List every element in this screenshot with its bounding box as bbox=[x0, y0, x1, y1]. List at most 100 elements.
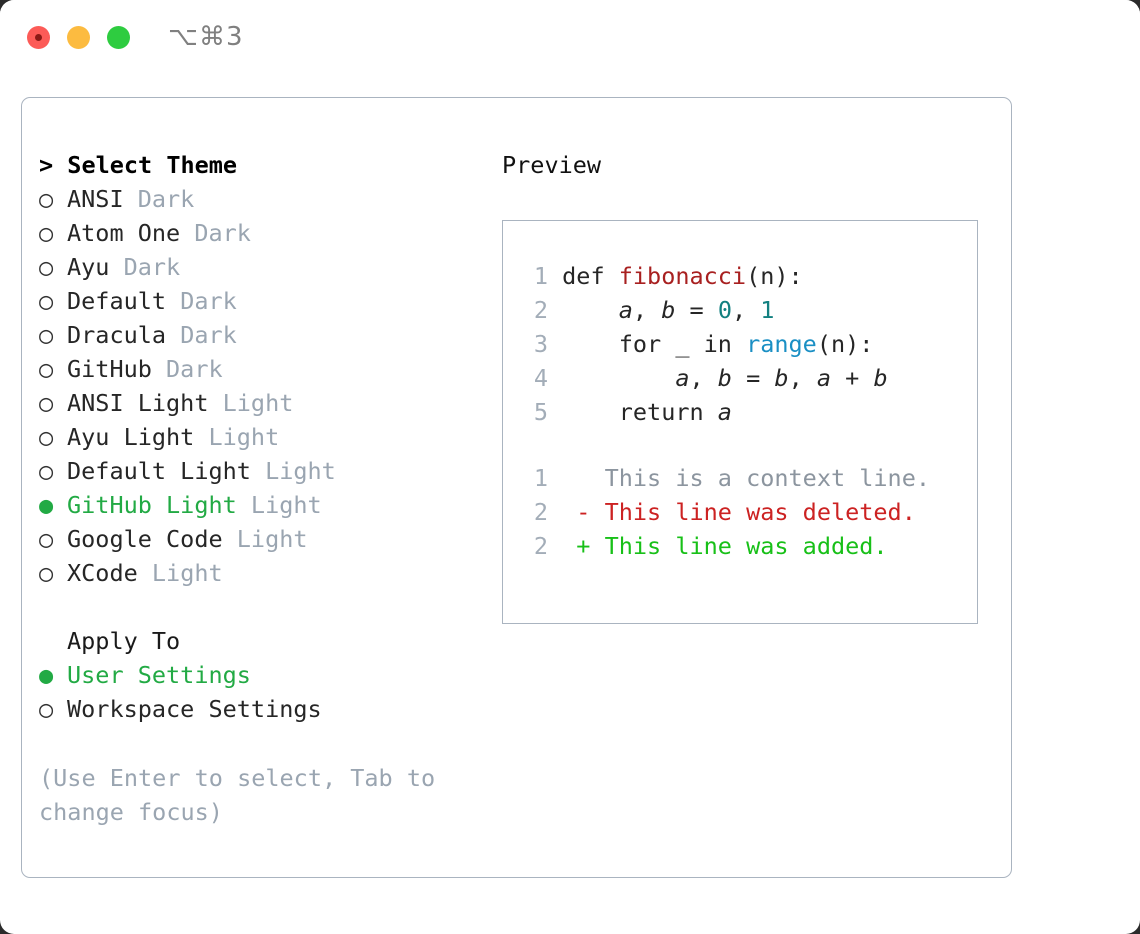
theme-item-label: Ayu Light bbox=[67, 423, 195, 451]
diff-line-ctx: 1 This is a context line. bbox=[503, 461, 977, 495]
theme-item-variant-tag: Dark bbox=[180, 219, 251, 247]
close-button[interactable] bbox=[27, 26, 50, 49]
code-line: 1 def fibonacci(n): bbox=[503, 259, 977, 293]
theme-item-dracula[interactable]: ○Dracula Dark bbox=[39, 318, 479, 352]
traffic-lights bbox=[27, 26, 130, 49]
code-token-kw: , bbox=[788, 364, 817, 392]
line-number: 2 bbox=[533, 296, 548, 324]
theme-item-variant-tag: Dark bbox=[109, 253, 181, 281]
theme-item-label: ANSI Light bbox=[67, 389, 209, 417]
code-text bbox=[548, 398, 562, 426]
code-token-kw: return bbox=[562, 398, 718, 426]
apply-to-item-label: User Settings bbox=[67, 661, 251, 689]
keyboard-hint: (Use Enter to select, Tab to change focu… bbox=[39, 764, 436, 826]
radio-unselected-icon: ○ bbox=[39, 355, 54, 383]
code-token-var: a bbox=[618, 296, 633, 324]
theme-list-column: > Select Theme ○ANSI Dark○Atom One Dark○… bbox=[39, 148, 479, 726]
line-number: 2 bbox=[533, 498, 548, 526]
theme-item-variant-tag: Light bbox=[236, 491, 322, 519]
diff-text: This line was deleted. bbox=[604, 498, 916, 526]
theme-item-variant-tag: Dark bbox=[123, 185, 195, 213]
minimize-button[interactable] bbox=[67, 26, 90, 49]
code-token-blt: range bbox=[746, 330, 817, 358]
code-token-kw: def bbox=[562, 262, 619, 290]
theme-item-default[interactable]: ○ Default Dark bbox=[39, 284, 479, 318]
code-token-kw: , bbox=[689, 364, 718, 392]
radio-unselected-icon: ○ bbox=[39, 525, 54, 553]
theme-item-label: Ayu bbox=[67, 253, 110, 281]
code-token-var: b bbox=[661, 296, 676, 324]
code-token-var: b bbox=[774, 364, 789, 392]
theme-item-variant-tag: Light bbox=[250, 457, 336, 485]
theme-item-label: XCode bbox=[67, 559, 138, 587]
theme-item-ayu-light[interactable]: ○Ayu Light Light bbox=[39, 420, 479, 454]
code-token-kw bbox=[562, 296, 619, 324]
radio-unselected-icon: ○ bbox=[39, 457, 54, 485]
theme-item-variant-tag: Light bbox=[208, 389, 294, 417]
code-token-var: b bbox=[873, 364, 888, 392]
theme-item-variant-tag: Dark bbox=[166, 287, 237, 315]
theme-item-github[interactable]: ○GitHub Dark bbox=[39, 352, 479, 386]
code-token-kw: , bbox=[731, 296, 761, 324]
line-number: 3 bbox=[533, 330, 548, 358]
code-text bbox=[548, 296, 562, 324]
title-bar: ⌥⌘3 bbox=[0, 0, 1140, 78]
theme-item-default-light[interactable]: ○ Default Light Light bbox=[39, 454, 479, 488]
code-token-var: a bbox=[816, 364, 832, 392]
line-number: 1 bbox=[533, 262, 548, 290]
list-spacer bbox=[39, 590, 479, 624]
theme-item-github-light[interactable]: ● GitHub Light Light bbox=[39, 488, 479, 522]
keyboard-shortcut-label: ⌥⌘3 bbox=[168, 22, 244, 52]
theme-item-variant-tag: Light bbox=[137, 559, 223, 587]
code-token-kw bbox=[562, 364, 675, 392]
radio-unselected-icon: ○ bbox=[39, 185, 54, 213]
code-token-fn: fibonacci bbox=[618, 262, 747, 290]
theme-item-variant-tag: Light bbox=[222, 525, 308, 553]
theme-item-label: Atom One bbox=[67, 219, 181, 247]
theme-item-xcode[interactable]: ○XCode Light bbox=[39, 556, 479, 590]
theme-item-variant-tag: Dark bbox=[166, 321, 237, 349]
theme-item-label: ANSI bbox=[67, 185, 124, 213]
line-number: 1 bbox=[533, 464, 548, 492]
radio-unselected-icon: ○ bbox=[39, 287, 54, 315]
apply-to-item-label: Workspace Settings bbox=[67, 695, 322, 723]
theme-list: ○ ANSI Dark ○ Atom One Dark ○ Ayu Dark ○ Defaul… bbox=[39, 182, 479, 590]
theme-item-label: GitHub Light bbox=[67, 491, 237, 519]
code-line: 4 a, b = b, a + b bbox=[503, 361, 977, 395]
theme-item-ansi[interactable]: ○ ANSI Dark bbox=[39, 182, 479, 216]
line-number: 2 bbox=[533, 532, 548, 560]
code-text bbox=[548, 262, 562, 290]
apply-to-item-user-settings[interactable]: ● User Settings bbox=[39, 658, 479, 692]
code-token-kw: for _ in bbox=[562, 330, 747, 358]
theme-item-atom-one[interactable]: ○ Atom One Dark bbox=[39, 216, 479, 250]
theme-item-label: Dracula bbox=[67, 321, 167, 349]
theme-item-label: Default Light bbox=[67, 457, 251, 485]
diff-text: This is a context line. bbox=[604, 464, 931, 492]
theme-item-label: Google Code bbox=[67, 525, 223, 553]
maximize-button[interactable] bbox=[107, 26, 130, 49]
line-number: 4 bbox=[533, 364, 548, 392]
radio-unselected-icon: ○ bbox=[39, 695, 54, 723]
diff-line-del: 2 - This line was deleted. bbox=[503, 495, 977, 529]
theme-item-ayu[interactable]: ○ Ayu Dark bbox=[39, 250, 479, 284]
code-token-num: 1 bbox=[760, 296, 775, 324]
code-token-kw: (n): bbox=[816, 330, 874, 358]
theme-item-label: Default bbox=[67, 287, 167, 315]
line-number: 5 bbox=[533, 398, 548, 426]
diff-marker bbox=[548, 464, 605, 492]
diff-text: This line was added. bbox=[604, 532, 888, 560]
code-line: 2 a, b = 0, 1 bbox=[503, 293, 977, 327]
apply-to-item-workspace-settings[interactable]: ○ Workspace Settings bbox=[39, 692, 479, 726]
code-token-kw: = bbox=[675, 296, 718, 324]
preview-column: Preview 1 def fibonacci(n):2 a, b = 0, 1… bbox=[502, 148, 992, 624]
theme-item-ansi-light[interactable]: ○ANSI Light Light bbox=[39, 386, 479, 420]
radio-unselected-icon: ○ bbox=[39, 253, 54, 281]
radio-selected-icon: ● bbox=[39, 491, 54, 519]
theme-item-variant-tag: Dark bbox=[151, 355, 223, 383]
radio-selected-icon: ● bbox=[39, 661, 54, 689]
theme-item-google-code[interactable]: ○ Google Code Light bbox=[39, 522, 479, 556]
theme-picker-panel: > Select Theme ○ANSI Dark○Atom One Dark○… bbox=[21, 97, 1012, 878]
radio-unselected-icon: ○ bbox=[39, 219, 54, 247]
